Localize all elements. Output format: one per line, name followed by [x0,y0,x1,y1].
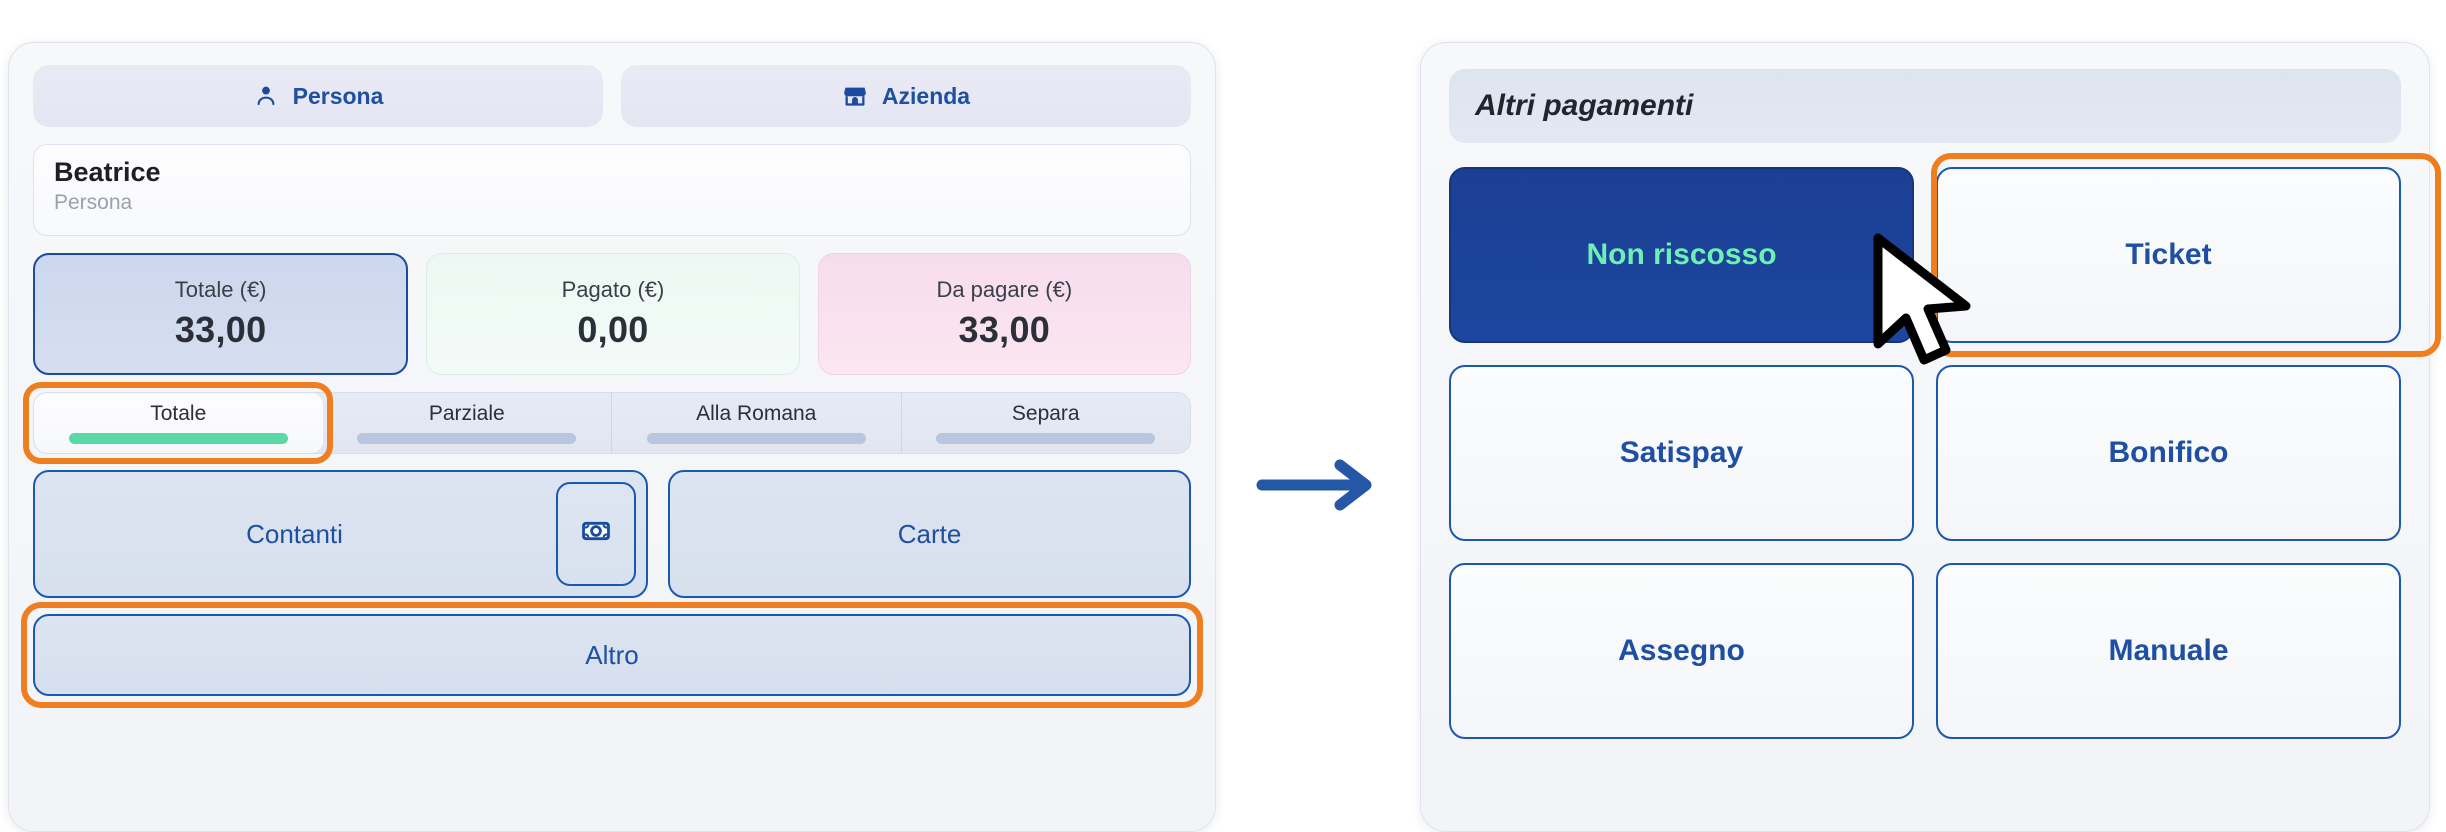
amount-label-totale: Totale (€) [174,277,267,302]
tab-azienda[interactable]: Azienda [621,65,1191,127]
customer-name: Beatrice [54,157,161,187]
split-mode-alla-romana[interactable]: Alla Romana [612,393,902,453]
amount-card-da-pagare[interactable]: Da pagare (€) 33,00 [817,253,1191,375]
arrow-right-icon [1256,455,1380,515]
amount-value-totale: 33,00 [174,309,267,350]
amount-summary: Totale (€) 33,00 Pagato (€) 0,00 Da paga… [33,253,1191,375]
other-payments-title: Altri pagamenti [1449,69,2401,143]
banknote-icon [579,514,613,555]
other-payment-ticket-label: Ticket [2125,238,2212,271]
tab-persona-label: Persona [292,82,384,109]
amount-card-pagato[interactable]: Pagato (€) 0,00 [426,253,800,375]
payment-button-carte[interactable]: Carte [668,470,1191,598]
other-payment-assegno-label: Assegno [1618,634,1745,667]
other-payment-satispay-label: Satispay [1619,436,1744,469]
split-mode-separa[interactable]: Separa [902,393,1191,453]
other-payment-manuale[interactable]: Manuale [1936,563,2401,739]
split-mode-parziale-label: Parziale [428,402,505,425]
payment-button-altro[interactable]: Altro [33,614,1191,696]
split-mode-alla-romana-bar [646,433,866,444]
amount-label-pagato: Pagato (€) [561,277,665,302]
person-icon [253,83,279,109]
amount-value-da-pagare: 33,00 [958,309,1051,350]
other-payment-assegno[interactable]: Assegno [1449,563,1914,739]
payment-method-buttons: Contanti Carte [33,470,1191,598]
customer-type-tabs: Persona Azienda [33,65,1191,127]
customer-field[interactable]: Beatrice Persona [33,144,1191,236]
split-mode-separa-label: Separa [1011,402,1080,425]
payment-button-contanti[interactable]: Contanti [33,470,648,598]
split-mode-segments: Totale Parziale Alla Romana Separa [33,392,1191,454]
other-payment-wrapper: Altro [21,602,1203,708]
banknote-icon-button[interactable] [556,482,636,586]
amount-label-da-pagare: Da pagare (€) [936,277,1073,302]
split-mode-totale-bar [68,433,288,444]
payment-button-altro-label: Altro [585,639,639,670]
other-payment-ticket[interactable]: Ticket [1936,167,2401,343]
split-mode-selector: Totale Parziale Alla Romana Separa [23,382,1191,464]
payment-button-carte-label: Carte [897,518,962,549]
other-payment-satispay[interactable]: Satispay [1449,365,1914,541]
tab-azienda-label: Azienda [881,82,971,109]
payment-panel: Persona Azienda Beatrice Persona Totale … [8,42,1216,832]
split-mode-alla-romana-label: Alla Romana [696,402,817,425]
other-payments-panel: Altri pagamenti Non riscosso Ticket Sati… [1420,42,2441,832]
amount-card-totale[interactable]: Totale (€) 33,00 [33,253,409,375]
other-payment-bonifico-label: Bonifico [2108,436,2229,469]
tab-persona[interactable]: Persona [33,65,603,127]
other-payment-manuale-label: Manuale [2108,634,2229,667]
storefront-icon [842,83,868,109]
payment-button-contanti-label: Contanti [246,518,343,549]
amount-value-pagato: 0,00 [577,309,649,350]
split-mode-totale-label: Totale [150,402,207,425]
split-mode-parziale-bar [357,433,577,444]
other-payment-non-riscosso[interactable]: Non riscosso [1449,167,1914,343]
other-payment-non-riscosso-label: Non riscosso [1586,238,1777,271]
split-mode-totale[interactable]: Totale [34,393,323,453]
customer-type: Persona [54,191,133,215]
split-mode-parziale[interactable]: Parziale [323,393,612,453]
other-payments-grid: Non riscosso Ticket Satispay Bonifico As… [1449,153,2441,739]
split-mode-separa-bar [936,433,1156,444]
other-payment-bonifico[interactable]: Bonifico [1936,365,2401,541]
